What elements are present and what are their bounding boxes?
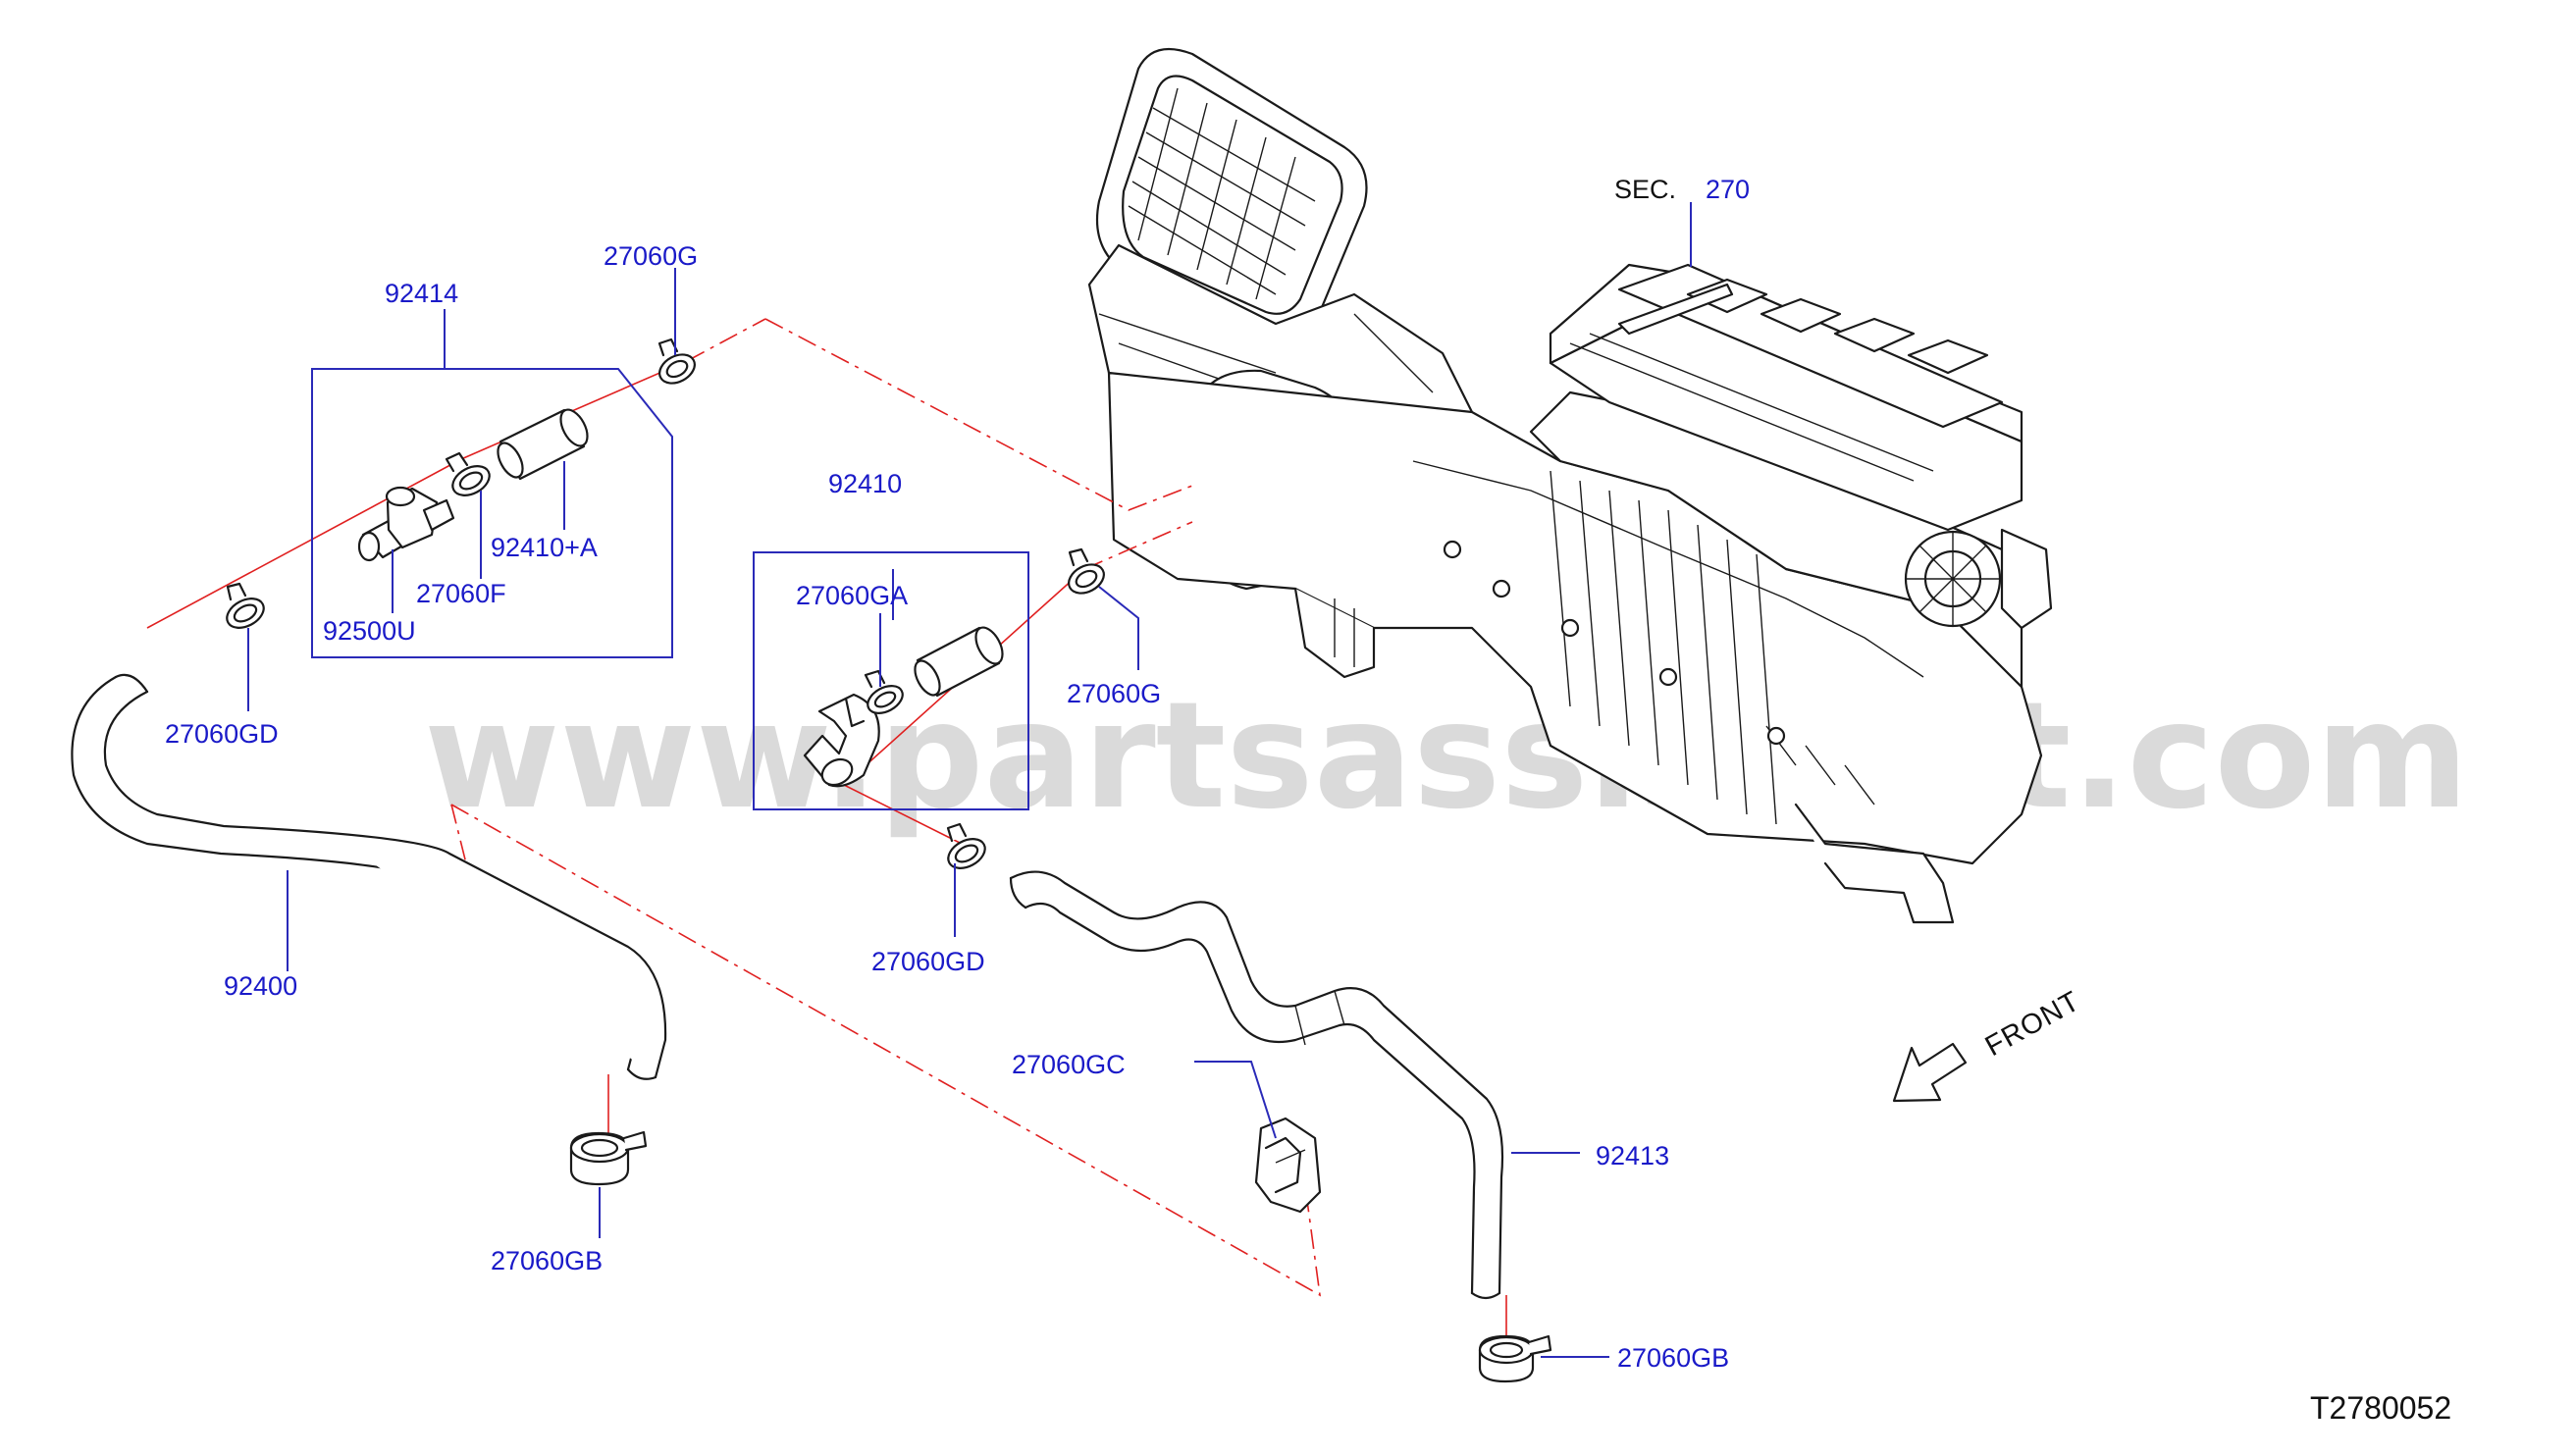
callout-92413: 92413 <box>1596 1141 1669 1170</box>
callout-92400: 92400 <box>224 971 297 1001</box>
section-ref-number: 270 <box>1706 175 1750 204</box>
kit-92414-group <box>311 368 673 658</box>
callout-27060g-top: 27060G <box>604 241 698 271</box>
callout-27060gc: 27060GC <box>1012 1050 1126 1079</box>
callout-92410: 92410 <box>828 469 902 498</box>
clamp-27060f <box>445 451 491 496</box>
kit-92410-group <box>753 551 1029 810</box>
callout-27060gb-left: 27060GB <box>491 1246 603 1275</box>
callout-92500u: 92500U <box>323 616 416 646</box>
callout-27060gd-mid: 27060GD <box>871 947 985 976</box>
callout-27060gd-left: 27060GD <box>165 719 279 749</box>
elbow-pipe <box>803 693 880 788</box>
evaporator-housing <box>1549 263 2023 532</box>
hvac-case <box>1107 371 2043 924</box>
clamp-27060ga <box>864 669 904 714</box>
clamp-27060gb-left <box>569 1130 648 1186</box>
tee-joint-92500u <box>357 486 455 562</box>
front-direction-indicator: FRONT <box>1892 985 2085 1103</box>
clamp-27060gb-right <box>1478 1334 1552 1383</box>
callout-27060f: 27060F <box>416 579 506 608</box>
hose-92410a <box>497 408 589 481</box>
callout-92414: 92414 <box>385 279 458 308</box>
callout-27060g-right: 27060G <box>1067 679 1161 708</box>
leader-lines <box>247 202 1692 1358</box>
clamp-27060g-top <box>657 338 696 385</box>
clamp-27060gd-mid <box>946 822 986 869</box>
watermark-text: www.partsassistant.com <box>424 671 2469 842</box>
clamp-27060gd-left <box>226 582 265 629</box>
callout-27060gb-right: 27060GB <box>1617 1343 1729 1373</box>
hose-92413 <box>1009 870 1504 1300</box>
hose-92410 <box>914 626 1004 698</box>
clamp-27060g-right <box>1068 547 1105 595</box>
section-ref-prefix: SEC. <box>1614 175 1676 204</box>
callout-labels: 92414 27060G 92410+A 27060F 92500U 27060… <box>165 175 1750 1373</box>
mode-actuator <box>1904 528 2053 630</box>
hose-92400 <box>71 673 667 1080</box>
front-arrow-icon <box>1892 1042 1968 1103</box>
clip-27060gc <box>1254 1117 1322 1214</box>
front-label: FRONT <box>1980 985 2085 1063</box>
diagram-code: T2780052 <box>2310 1390 2451 1426</box>
callout-92410a: 92410+A <box>491 533 598 562</box>
callout-27060ga: 27060GA <box>796 581 908 610</box>
hvac-heater-unit <box>1087 47 2053 924</box>
